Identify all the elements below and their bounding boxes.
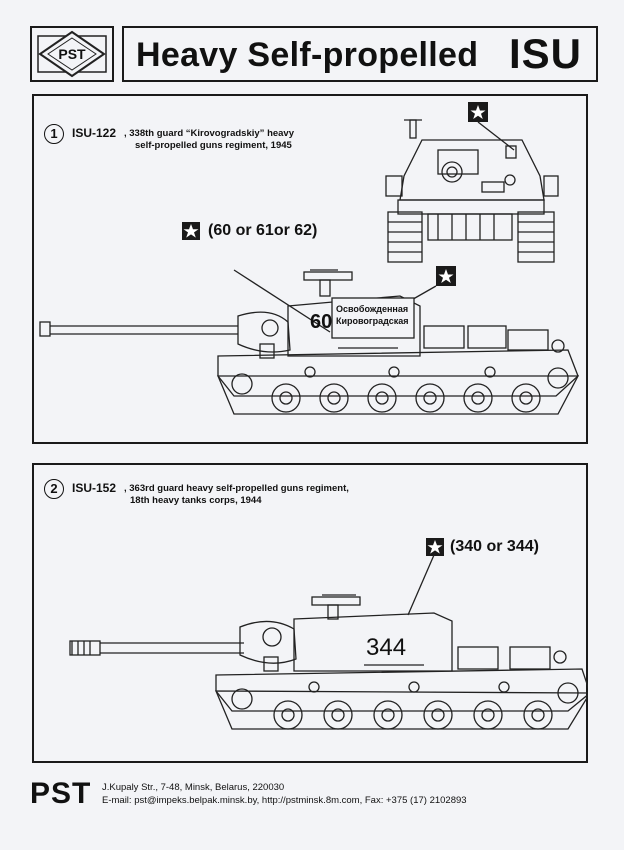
panel-isu-152: 2 ISU-152 , 363rd guard heavy self-prope…	[32, 463, 588, 763]
footer-address: J.Kupaly Str., 7-48, Minsk, Belarus, 220…	[102, 782, 285, 793]
panel-caption-line1: , 338th guard “Kirovogradskiy” heavy	[124, 128, 295, 139]
logo-text: PST	[58, 46, 86, 62]
footer-brand: PST	[30, 777, 92, 810]
panel-model: ISU-152	[72, 481, 117, 495]
panel-caption-line2: 18th heavy tanks corps, 1944	[130, 495, 262, 506]
panel-model: ISU-122	[72, 126, 117, 140]
slogan-line1: Освобожденная	[336, 304, 408, 314]
panel-isu-122: 1 ISU-122 , 338th guard “Kirovogradskiy”…	[32, 94, 588, 444]
logo-box: PST	[30, 26, 114, 82]
callout-hull-numbers: (60 or 61or 62)	[208, 222, 318, 239]
callout-hull-numbers: (340 or 344)	[450, 538, 539, 555]
panel-number: 1	[44, 124, 64, 144]
footer-contact: E-mail: pst@impeks.belpak.minsk.by, http…	[102, 795, 467, 806]
title-box: Heavy Self-propelled ISU	[122, 26, 598, 82]
page-title: Heavy Self-propelled	[136, 36, 479, 74]
red-star-icon	[426, 538, 444, 556]
red-star-icon	[182, 222, 200, 240]
hull-number-344: 344	[366, 634, 406, 661]
pst-logo-icon: PST	[37, 30, 107, 78]
side-view-drawing: 60 Освобожденная Кировоградская	[39, 266, 580, 415]
side-view-drawing: 344	[69, 555, 588, 730]
page-title-model: ISU	[508, 30, 582, 77]
slogan-line2: Кировоградская	[336, 316, 409, 326]
panel-number: 2	[44, 479, 64, 499]
panel-caption-line1: , 363rd guard heavy self-propelled guns …	[124, 483, 349, 494]
panel-caption-line2: self-propelled guns regiment, 1945	[135, 140, 292, 151]
hull-number-60: 60	[310, 311, 332, 333]
front-view-drawing	[385, 102, 559, 263]
